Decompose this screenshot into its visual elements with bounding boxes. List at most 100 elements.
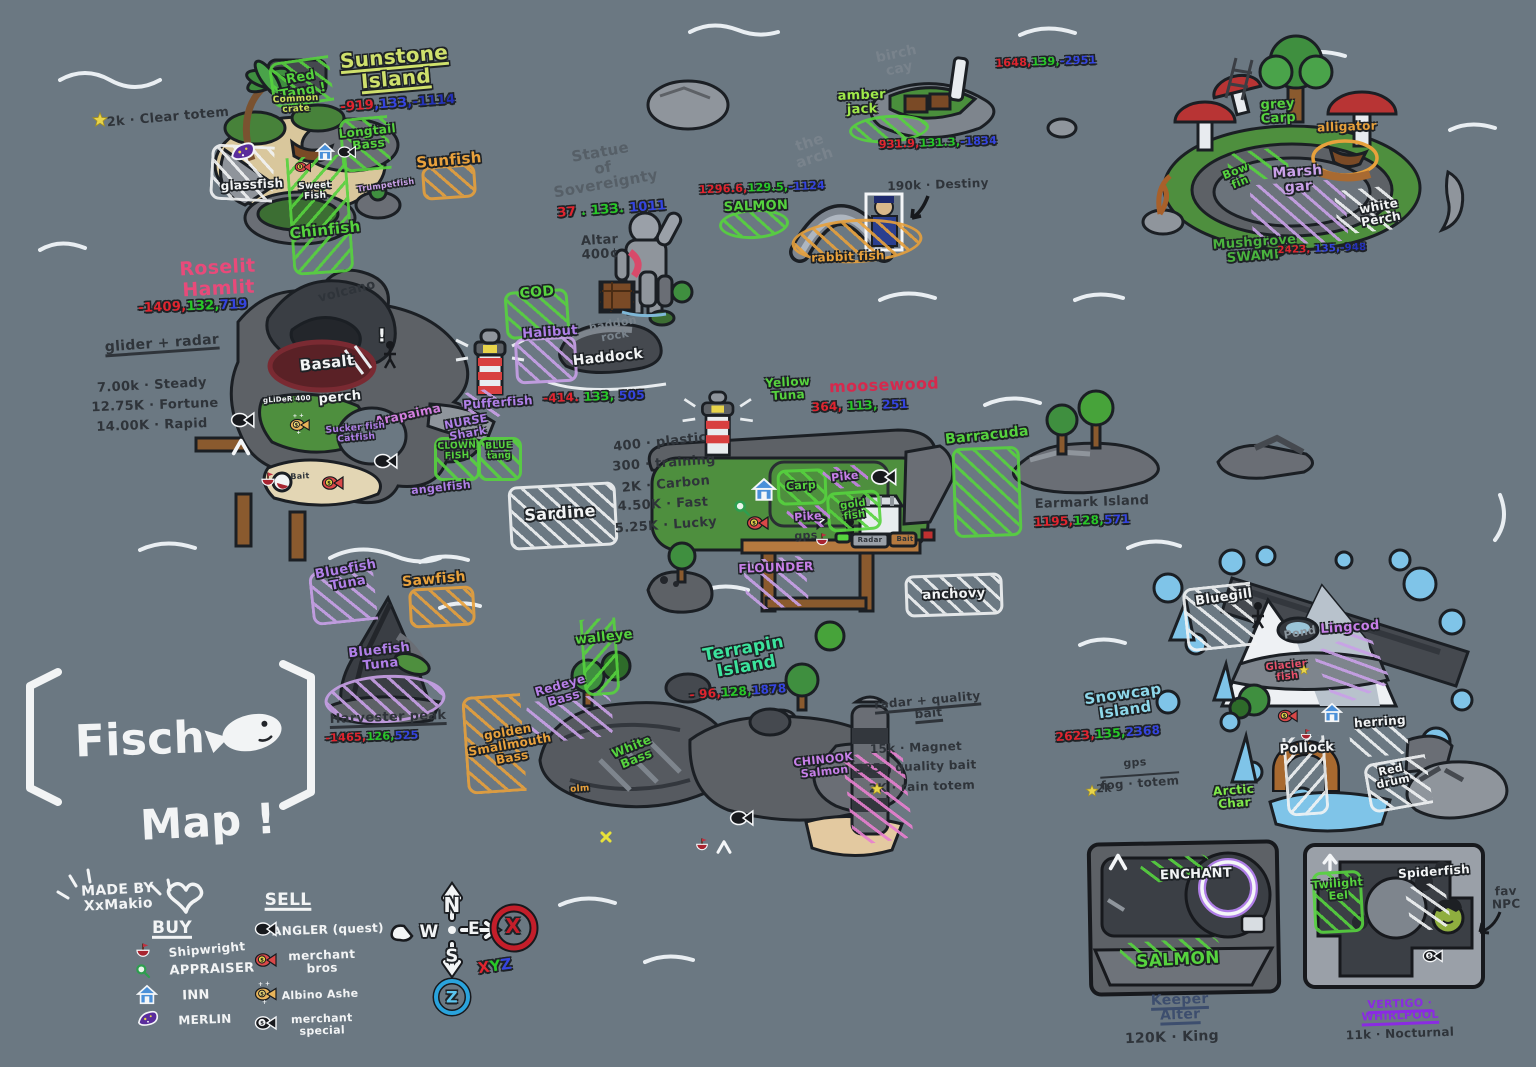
merlin-icon	[137, 1008, 159, 1030]
sell-heading-label: SELL	[264, 889, 312, 910]
svg-text:$: $	[260, 958, 264, 964]
merchant-bros-icon: $	[321, 471, 345, 495]
merchant-special-label-label: merchant special	[290, 1011, 353, 1038]
haddon-rock-art	[547, 270, 694, 392]
water-ripples	[38, 23, 1506, 964]
title-fisch-label: Fisch	[74, 711, 206, 768]
shipwright-icon	[134, 942, 152, 960]
moosewood-coords-segment-2: 251	[877, 396, 909, 412]
svg-text:$: $	[752, 521, 756, 527]
radar-sign-label: Radar	[857, 536, 883, 545]
harvester-coords-segment-1: 126,	[366, 729, 396, 744]
common-crate-label: Common crate	[272, 93, 319, 115]
caret-icon	[230, 436, 252, 458]
sunstone-coords-segment-0: -919	[339, 97, 375, 115]
albino-ashe-icon: $+++	[289, 413, 311, 436]
star-icon	[870, 781, 884, 795]
altar-label: Altar 400¢	[580, 232, 620, 263]
mushgrove-coords-segment-2: -948	[1340, 242, 1367, 254]
salmon-coords-segment-1: 129.5,	[747, 180, 789, 195]
heart-doodle	[166, 882, 204, 914]
terrapin-coords-segment-0: - 96,	[688, 685, 722, 702]
clown-fish-label: CLOWN FISH	[437, 440, 477, 462]
blue-tang-label: BLUE tang	[485, 440, 513, 462]
earmark-coords-segment-1: 128,	[1073, 512, 1105, 528]
bait-roselit-label: Bait	[290, 471, 310, 482]
made-by-label: MADE BY XxMakio	[80, 880, 155, 915]
appraiser-label-label: APPRAISER	[169, 960, 255, 979]
merchant-bros-icon: $	[254, 948, 278, 972]
anchovy-label: anchovy	[922, 585, 986, 604]
olm-label: olm	[569, 783, 591, 795]
halibut-box	[513, 335, 579, 385]
salmon-label-label: SALMON	[723, 197, 789, 216]
harvester-coords-segment-2: 525	[394, 728, 419, 743]
enchant-label: ENCHANT	[1159, 865, 1233, 884]
terrapin-coords-segment-2: 1878	[751, 681, 788, 698]
harvester-coords-segment-0: -1465,	[325, 730, 367, 745]
salmon-coords-segment-2: -1124	[788, 178, 826, 194]
svg-text:+: +	[265, 981, 270, 988]
keeper-salmon-label: SALMON	[1135, 947, 1221, 972]
flounder-label: FLOUNDER	[738, 559, 814, 576]
fav-npc-label: fav NPC	[1491, 883, 1521, 912]
merlin-label-label: MERLIN	[178, 1011, 232, 1028]
appraiser-icon	[135, 963, 151, 979]
keeper-alter-label-label: Keeper Alter	[1150, 990, 1209, 1024]
arctic-char-label: Arctic Char	[1212, 781, 1255, 812]
compass-x-label: X	[505, 914, 521, 939]
inn-icon	[1320, 702, 1344, 724]
snowcap-coords-segment-1: 135,	[1094, 725, 1127, 742]
birch-coords-segment-1: 131.3,	[919, 135, 961, 150]
alligator-label: alligator	[1316, 118, 1378, 135]
title-art	[26, 660, 315, 914]
merchant-bros-icon: $	[1277, 705, 1299, 727]
pollock-label: Pollock	[1279, 739, 1335, 758]
compass-z-label: Z	[446, 987, 458, 1007]
angler-icon	[729, 805, 755, 831]
inn-icon	[750, 477, 778, 503]
yellow-tuna-label: Yellow Tuna	[764, 373, 811, 403]
fish-icon	[204, 713, 282, 754]
buy-heading-label: BUY	[152, 917, 192, 938]
carp-label-label: Carp	[785, 478, 817, 493]
birch-coords-segment-2: -1834	[960, 134, 998, 149]
albino-ashe-icon: $+++	[254, 981, 278, 1006]
svg-text:+: +	[299, 413, 304, 419]
snowcap-coords-segment-2: 2368	[1125, 722, 1161, 740]
marsh-gar-label: Marsh gar	[1271, 162, 1323, 196]
merchant-special-icon: $	[1422, 945, 1444, 967]
inn-label-label: INN	[181, 987, 210, 1004]
statue-coords-segment-0: 37	[557, 204, 577, 221]
inn-icon	[314, 142, 336, 162]
svg-text:$: $	[327, 481, 331, 487]
terrapin-coords-segment-1: 128,	[720, 683, 753, 700]
merchant-bros-icon: $	[746, 511, 770, 535]
angler-icon	[373, 448, 399, 474]
angler-icon	[870, 463, 898, 491]
twilight-eel-label: Twilight Eel	[1311, 875, 1364, 903]
appraiser-icon	[733, 499, 751, 517]
clownfish-box	[434, 437, 480, 481]
haddock-coords-segment-2: 505	[614, 387, 646, 403]
shipwright-icon	[259, 471, 277, 489]
merchant-special-icon: $	[254, 1011, 278, 1035]
arrow-up-icon	[1320, 852, 1340, 872]
spiderfish-hatch	[1404, 880, 1452, 934]
far-coords-segment-0: 1648,	[995, 55, 1032, 70]
merchant-bros-label-label: merchant bros	[288, 946, 356, 976]
rabbit-fish-label: rabbit fish	[810, 248, 885, 265]
angler-icon	[230, 407, 256, 433]
compass-n-label: N	[443, 893, 461, 918]
far-coords-segment-1: 139,	[1031, 54, 1061, 69]
bluetang-box	[478, 437, 522, 481]
earmark-coords-segment-2: 571	[1103, 511, 1131, 527]
haddock-coords-segment-0: -414.	[542, 390, 580, 406]
snowcap-coords-segment-0: 2623,	[1055, 727, 1096, 745]
gold-fish-label: gold fish	[839, 497, 867, 523]
statue-coords-segment-2: 1011	[623, 198, 667, 217]
star-icon	[1085, 783, 1099, 797]
bait-sign-label: Bait	[896, 535, 914, 544]
compass-e-label: E	[468, 918, 480, 939]
compass-w-label: W	[419, 921, 439, 942]
